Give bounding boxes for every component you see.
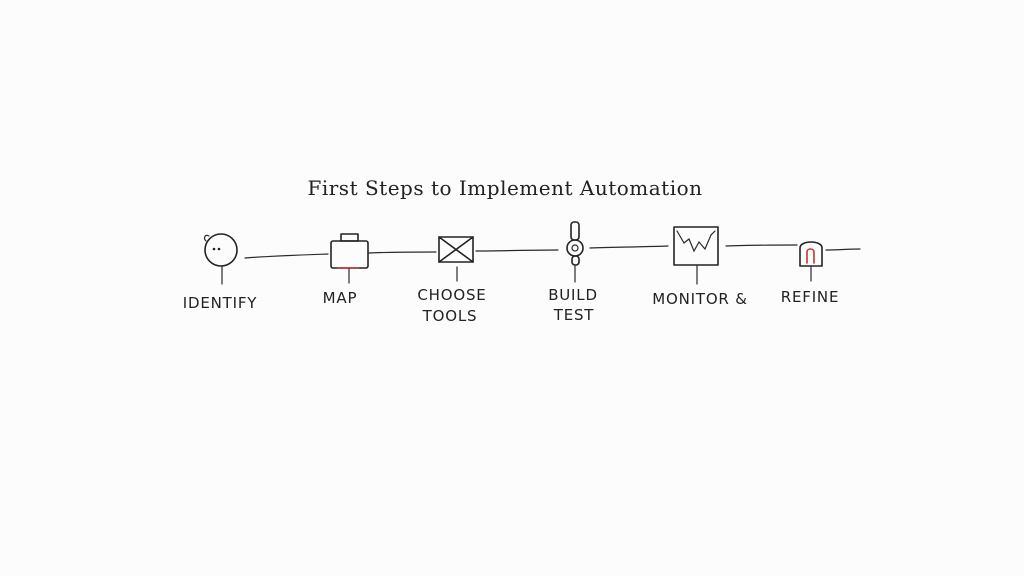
- crossed-box-icon: [438, 236, 474, 282]
- step-label-choose: CHOOSE: [417, 286, 486, 304]
- step-label-build: BUILD: [548, 286, 598, 304]
- step-identify: IDENTIFY: [183, 233, 257, 312]
- timeline-connectors: [244, 244, 861, 259]
- step-choose-tools: CHOOSE TOOLS: [417, 236, 486, 325]
- face-icon: [203, 233, 238, 285]
- step-build-test: BUILD TEST: [548, 221, 598, 324]
- step-label-test: TEST: [553, 306, 595, 324]
- step-label-monitor: MONITOR &: [652, 290, 747, 308]
- step-label-refine: REFINE: [781, 288, 839, 306]
- bulb-icon: [799, 241, 823, 282]
- wrench-icon: [566, 221, 584, 283]
- step-refine: REFINE: [781, 241, 839, 306]
- step-label-identify: IDENTIFY: [183, 294, 257, 312]
- step-label-tools: TOOLS: [422, 307, 478, 325]
- step-label-map: MAP: [323, 289, 358, 307]
- diagram-title: First Steps to Implement Automation: [307, 176, 702, 200]
- briefcase-icon: [330, 233, 369, 284]
- chart-monitor-icon: [673, 226, 719, 285]
- step-map: MAP: [323, 233, 369, 307]
- step-monitor: MONITOR &: [652, 226, 747, 308]
